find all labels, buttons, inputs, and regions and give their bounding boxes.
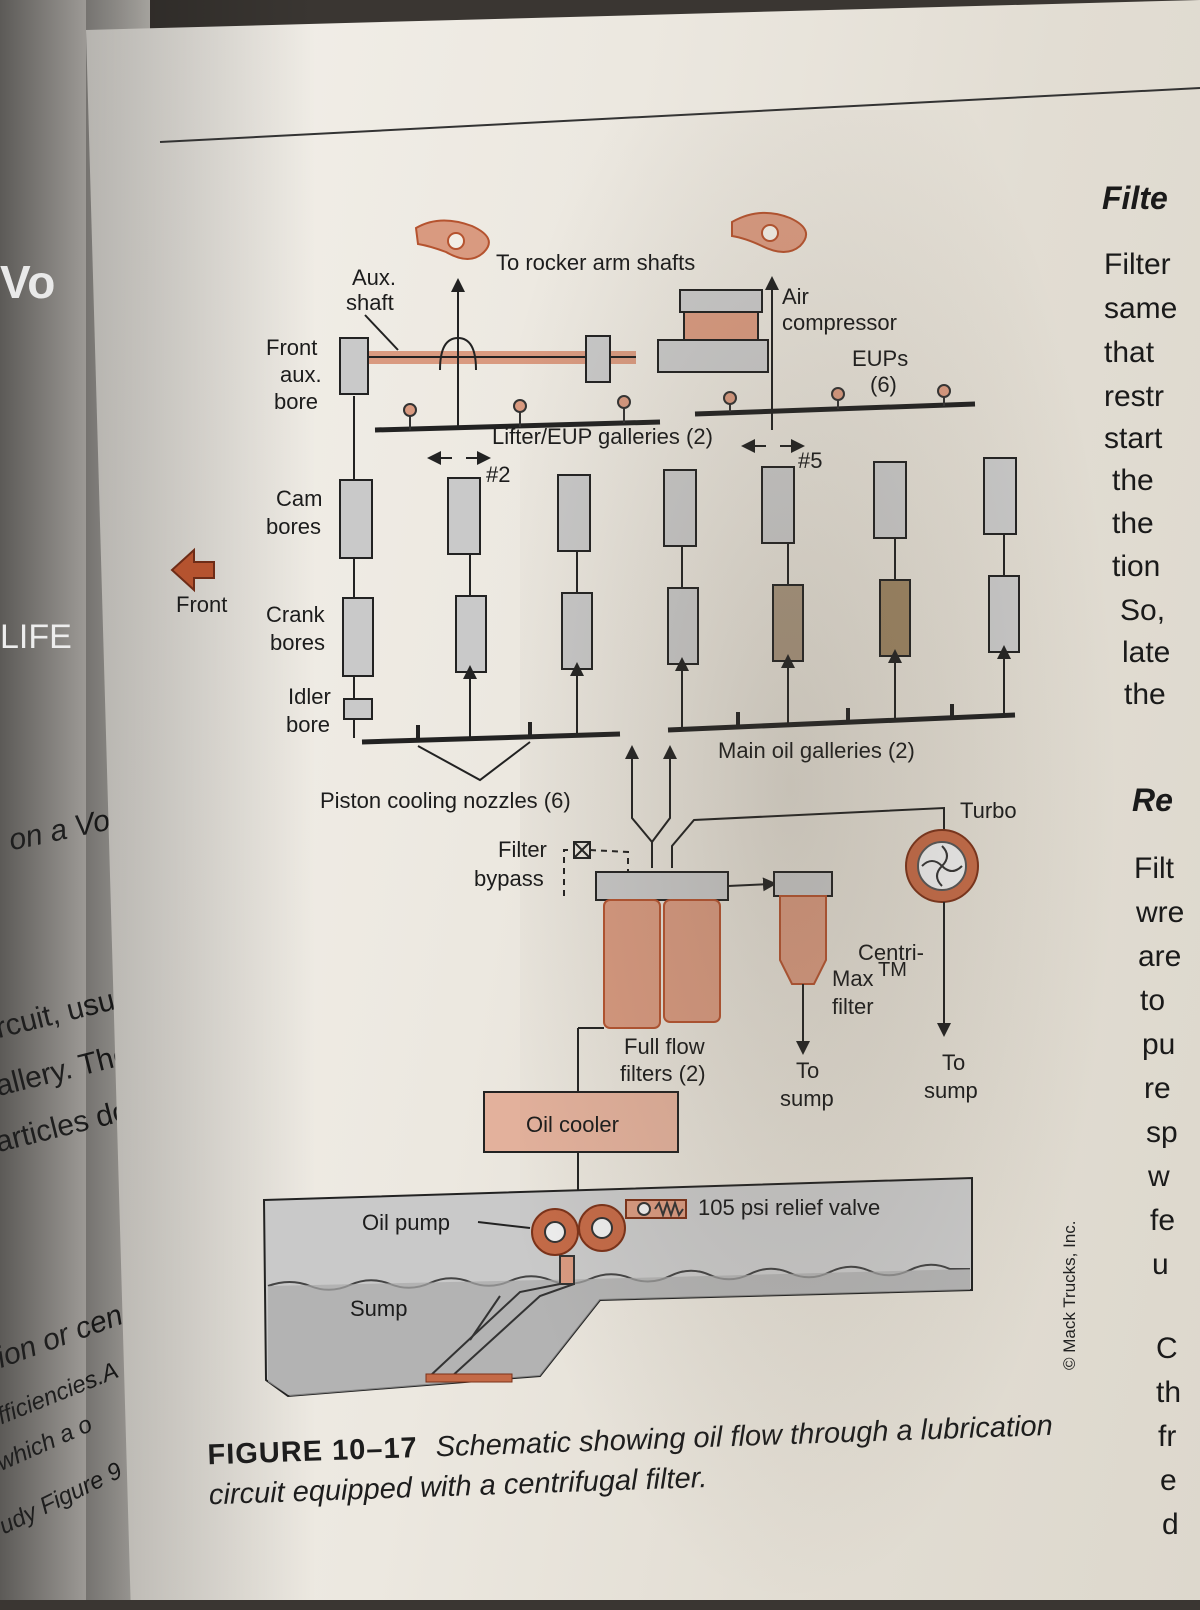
- turbo-label: Turbo: [960, 798, 1017, 823]
- centrimax-label: Centri-: [858, 940, 924, 965]
- filter-bypass-label: Filter: [498, 837, 547, 862]
- section-heading: Re: [1132, 782, 1173, 818]
- text-line: C: [1156, 1332, 1178, 1365]
- text-line: to: [1140, 984, 1166, 1017]
- trademark-label: TM: [878, 959, 907, 981]
- filter-bypass-label: bypass: [474, 866, 544, 891]
- air-compressor-label: compressor: [782, 310, 897, 335]
- text-line: d: [1162, 1508, 1179, 1541]
- lifter-galleries-label: Lifter/EUP galleries (2): [492, 424, 713, 449]
- text-line: sp: [1146, 1116, 1178, 1149]
- lifter-gallery-front: [374, 419, 661, 433]
- aux-shaft-label: shaft: [346, 290, 394, 315]
- idler-bore-label: Idler: [288, 684, 331, 709]
- cam-bores-label: Cam: [276, 486, 322, 511]
- turbo-icon: [905, 829, 979, 903]
- lifter-gallery-rear: [694, 401, 976, 417]
- sump-label: Sump: [350, 1296, 407, 1321]
- logo-text: Vo: [0, 256, 56, 308]
- text-line: w: [1148, 1160, 1170, 1193]
- rocker-arm-icon: [731, 211, 808, 253]
- figure-number: FIGURE 10–17: [207, 1432, 419, 1472]
- main-gallery-front: [361, 731, 621, 745]
- oil-cooler: [483, 1091, 679, 1153]
- text-line: tion: [1112, 550, 1161, 583]
- text-line: u: [1152, 1248, 1169, 1281]
- oil-pickup: [429, 1255, 575, 1379]
- text-line: restr: [1104, 380, 1164, 413]
- text-line: fe: [1150, 1204, 1176, 1237]
- front-aux-bore-label: aux.: [280, 362, 322, 387]
- front-arrow-icon: [170, 547, 215, 593]
- centrimax-label: Max: [832, 966, 874, 991]
- crank-bores-label: Crank: [266, 602, 326, 627]
- text-line: fr: [1158, 1420, 1177, 1453]
- text-line: Filter: [1104, 248, 1171, 281]
- text-line: So,: [1120, 594, 1166, 627]
- front-aux-bore-label: Front: [266, 335, 317, 360]
- text-line: are: [1138, 940, 1182, 973]
- text-line: Filt: [1134, 852, 1174, 885]
- air-compressor-label: Air: [782, 284, 809, 309]
- header-rule: [159, 87, 1200, 143]
- relief-valve-icon: [625, 1199, 687, 1219]
- aux-shaft-label: Aux.: [352, 265, 396, 290]
- oil-cooler-label: Oil cooler: [526, 1112, 619, 1137]
- cam-bores: [339, 457, 1017, 559]
- centrimax-label: filter: [832, 994, 874, 1019]
- idler-bore-label: bore: [286, 712, 330, 737]
- text-line: e: [1160, 1464, 1177, 1497]
- num5-label: #5: [798, 448, 822, 473]
- main-gallery-rear: [667, 712, 1016, 733]
- num2-label: #2: [486, 462, 510, 487]
- rocker-shafts-label: To rocker arm shafts: [496, 250, 695, 275]
- crank-bores: [342, 575, 1020, 677]
- piston-nozzles-label: Piston cooling nozzles (6): [320, 788, 571, 813]
- to-sump-label: To: [796, 1058, 819, 1083]
- centrimax-filter: [773, 871, 833, 985]
- text-line: th: [1156, 1376, 1182, 1409]
- front-label: Front: [176, 592, 227, 617]
- front-aux-bore-block: [339, 337, 369, 395]
- full-flow-filters: [595, 871, 729, 1029]
- label-text: LIFE: [0, 618, 72, 656]
- text-line: that: [1104, 336, 1155, 369]
- text-line: the: [1112, 464, 1154, 497]
- image-credit: © Mack Trucks, Inc.: [1060, 1220, 1079, 1371]
- relief-valve-label: 105 psi relief valve: [698, 1195, 880, 1220]
- full-flow-label: Full flow: [624, 1034, 705, 1059]
- front-aux-bore-label: bore: [274, 389, 318, 414]
- to-sump-label: sump: [780, 1086, 834, 1111]
- section-heading: Filte: [1102, 180, 1168, 216]
- text-line: the: [1112, 507, 1154, 540]
- text-line: start: [1104, 422, 1163, 455]
- to-sump-label: To: [942, 1050, 965, 1075]
- main-galleries-label: Main oil galleries (2): [718, 738, 915, 763]
- rear-aux-bore-block: [585, 335, 611, 383]
- idler-bore: [343, 698, 373, 720]
- text-line: same: [1104, 292, 1178, 325]
- rocker-arm-icon: [414, 219, 490, 260]
- text-line: late: [1122, 636, 1171, 669]
- air-compressor: [657, 289, 769, 373]
- text-line: re: [1144, 1072, 1171, 1105]
- text-line: the: [1124, 678, 1166, 711]
- full-flow-label: filters (2): [620, 1061, 706, 1086]
- oil-pump-icon: [531, 1204, 626, 1256]
- text-line: wre: [1136, 896, 1185, 929]
- to-sump-label: sump: [924, 1078, 978, 1103]
- oil-pump-label: Oil pump: [362, 1210, 450, 1235]
- eups-label: EUPs: [852, 346, 908, 371]
- cam-bores-label: bores: [266, 514, 321, 539]
- eups-label: (6): [870, 372, 897, 397]
- text-line: pu: [1142, 1028, 1176, 1061]
- crank-bores-label: bores: [270, 630, 325, 655]
